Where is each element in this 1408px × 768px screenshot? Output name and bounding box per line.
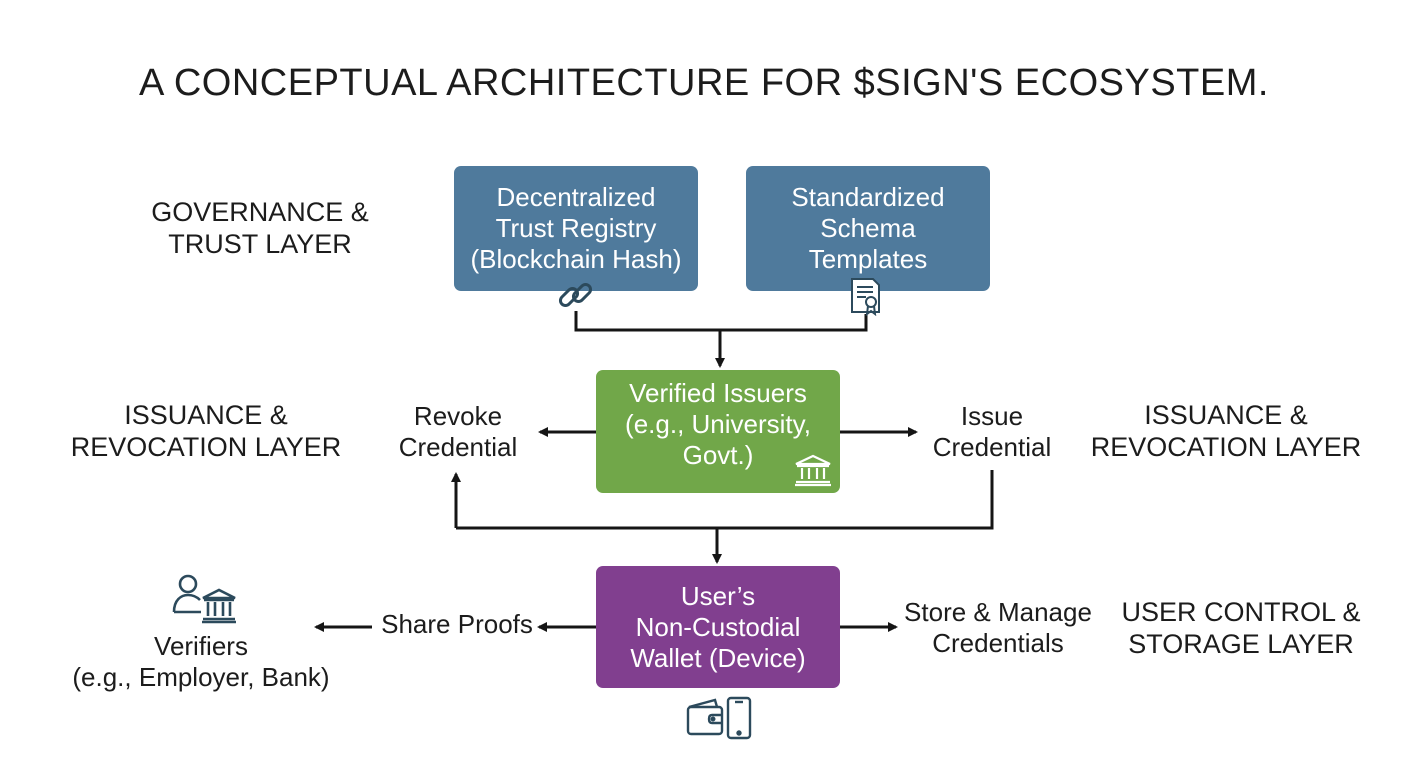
chain-link-icon: [558, 282, 593, 308]
schema-connector: [720, 314, 868, 332]
diagram-title: A CONCEPTUAL ARCHITECTURE FOR $SIGN'S EC…: [139, 62, 1269, 104]
verified-issuers-box: Verified Issuers (e.g., University, Govt…: [596, 370, 840, 493]
verified-issuers-label: Verified Issuers (e.g., University, Govt…: [625, 378, 811, 470]
schema-templates-label: Standardized Schema Templates: [791, 182, 945, 274]
wallet-and-phone-icon: [686, 696, 752, 740]
revoke-credential-label: Revoke Credential: [398, 401, 518, 462]
person-and-bank-icon: [172, 574, 236, 624]
institution-building-icon: [795, 454, 831, 487]
issue-credential-label: Issue Credential: [932, 401, 1052, 462]
issue-return-line: [456, 470, 994, 530]
schema-templates-box: Standardized Schema Templates: [746, 166, 990, 291]
layer-label-issuance-left: ISSUANCE & REVOCATION LAYER: [70, 400, 342, 462]
share-proofs-label: Share Proofs: [381, 609, 533, 639]
verifiers-label: Verifiers (e.g., Employer, Bank): [72, 631, 330, 692]
layer-label-issuance-right: ISSUANCE & REVOCATION LAYER: [1090, 400, 1362, 462]
wallet-label: User’s Non-Custodial Wallet (Device): [630, 580, 806, 673]
certificate-document-icon: [851, 278, 880, 316]
store-manage-label: Store & Manage Credentials: [904, 597, 1092, 658]
registry-connector: [574, 311, 720, 332]
trust-registry-label: Decentralized Trust Registry (Blockchain…: [470, 182, 682, 274]
layer-label-user-control: USER CONTROL & STORAGE LAYER: [1121, 597, 1361, 659]
layer-label-governance: GOVERNANCE & TRUST LAYER: [151, 197, 369, 259]
trust-registry-box: Decentralized Trust Registry (Blockchain…: [454, 166, 698, 291]
wallet-box: User’s Non-Custodial Wallet (Device): [596, 566, 840, 688]
